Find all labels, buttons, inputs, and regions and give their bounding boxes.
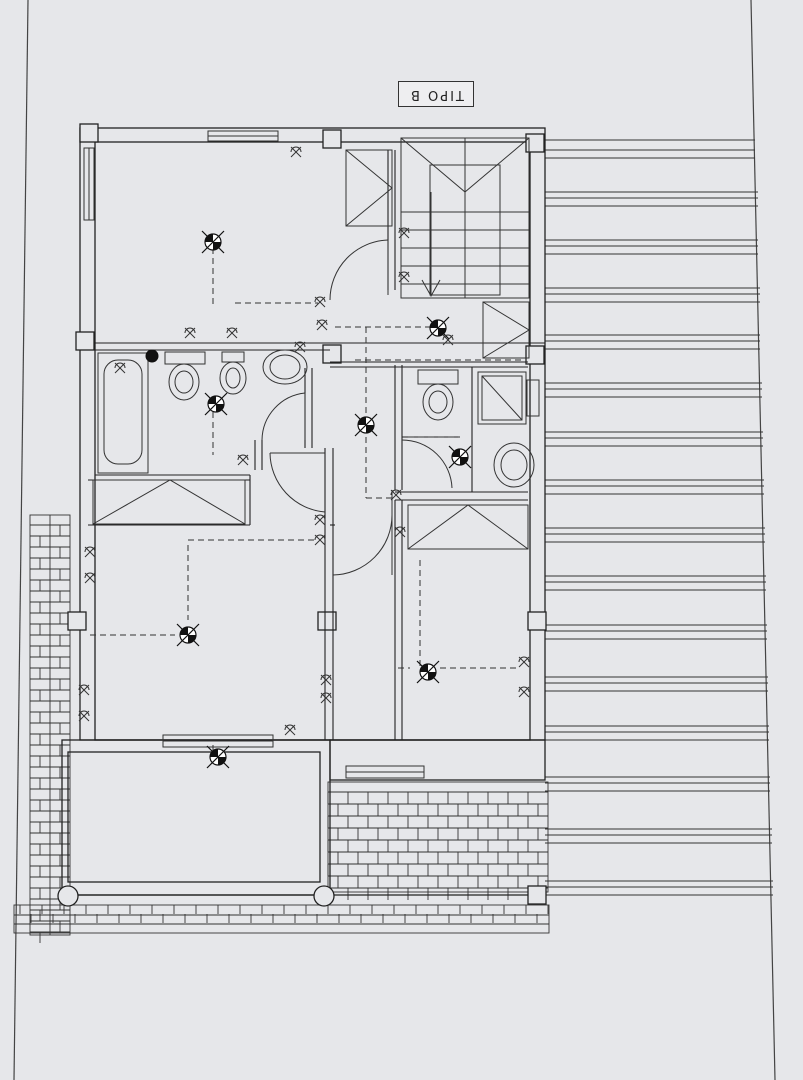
switch-icon <box>84 572 96 584</box>
ceiling-light-icon <box>416 660 440 684</box>
switches-sockets <box>78 146 530 736</box>
sink-icon-2 <box>493 442 535 488</box>
toilet-icon <box>168 363 200 401</box>
ceiling-light-icon <box>354 413 378 437</box>
exterior-walls <box>61 127 546 896</box>
left-tile-strip <box>29 514 71 943</box>
wall-socket-icon <box>314 514 326 526</box>
switch-icon <box>314 534 326 546</box>
switch-icon <box>290 146 302 158</box>
windows <box>83 130 540 779</box>
wall-socket-icon <box>78 684 90 696</box>
bathroom-fixtures <box>97 349 535 488</box>
wall-socket-icon <box>114 362 126 374</box>
switch-icon <box>78 710 90 722</box>
switch-icon <box>237 454 249 466</box>
switch-icon <box>442 334 454 346</box>
wall-socket-icon <box>294 341 306 353</box>
bottom-tile-terrace <box>13 781 550 934</box>
wall-socket-icon <box>398 227 410 239</box>
right-hatching <box>545 139 773 896</box>
switch-icon <box>398 271 410 283</box>
ceiling-light-icon <box>426 316 450 340</box>
wall-socket-icon <box>84 546 96 558</box>
bidet-icon <box>219 361 247 395</box>
sink-icon <box>262 349 308 385</box>
electrical-wiring <box>90 248 525 760</box>
ceiling-light-icon <box>204 392 228 416</box>
switch-icon <box>518 686 530 698</box>
ceiling-light-icon <box>206 745 230 769</box>
wall-socket-icon <box>184 327 196 339</box>
wall-socket-icon <box>518 656 530 668</box>
switch-icon <box>394 526 406 538</box>
doors <box>261 239 453 576</box>
staircase <box>400 137 530 299</box>
plan-type-label: TIPO B <box>398 81 474 107</box>
switch-icon <box>316 319 328 331</box>
wall-socket-icon <box>320 674 332 686</box>
switch-icon <box>320 692 332 704</box>
ceiling-light-icon <box>448 445 472 469</box>
wall-socket-icon <box>284 724 296 736</box>
bathtub-icon <box>97 352 149 474</box>
ceiling-light-icon <box>201 230 225 254</box>
ceiling-light-icon <box>176 623 200 647</box>
shower-tray-icon <box>477 371 527 425</box>
wall-socket-icon <box>390 489 402 501</box>
switch-icon <box>226 327 238 339</box>
wall-socket-icon <box>314 296 326 308</box>
plan-type-text: TIPO B <box>408 86 464 102</box>
wardrobes <box>92 149 530 550</box>
ceiling-lights <box>176 230 472 769</box>
toilet-icon-2 <box>422 383 454 421</box>
